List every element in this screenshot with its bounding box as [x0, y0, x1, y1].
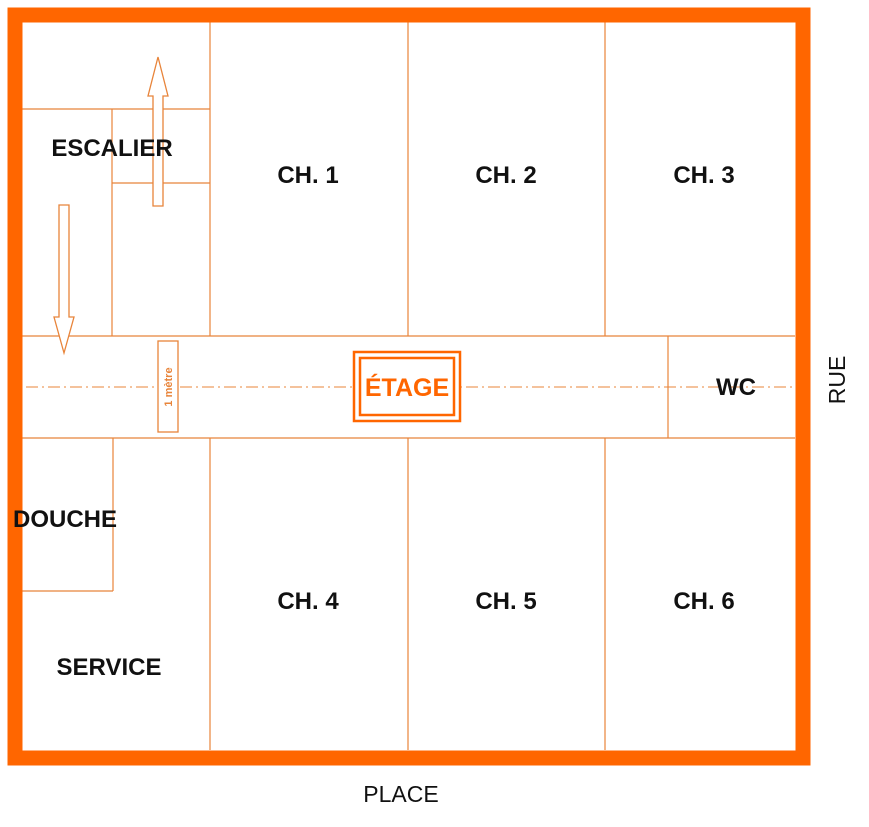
room-label-ch2: CH. 2 [475, 162, 536, 189]
scale-label: 1 mètre [163, 367, 175, 406]
room-label-ch4: CH. 4 [277, 588, 339, 615]
scale-bar [157, 340, 179, 433]
street-label-place: PLACE [363, 781, 438, 807]
room-label-ch1: CH. 1 [277, 162, 338, 189]
floor-label-frame-inner [358, 356, 456, 417]
room-label-stairs: ESCALIER [51, 135, 172, 162]
room-label-service: SERVICE [57, 654, 162, 681]
street-label-rue: RUE [824, 356, 850, 405]
room-label-ch3: CH. 3 [673, 162, 734, 189]
arrow-up-icon [147, 56, 169, 207]
room-label-ch6: CH. 6 [673, 588, 734, 615]
floor-label: ÉTAGE [365, 373, 449, 402]
room-label-ch5: CH. 5 [475, 588, 536, 615]
arrow-down-icon [53, 204, 75, 356]
outer-wall [7, 7, 811, 766]
room-label-shower: DOUCHE [13, 506, 117, 533]
floor-label-frame-outer [352, 350, 462, 423]
room-label-wc: WC [716, 374, 756, 401]
